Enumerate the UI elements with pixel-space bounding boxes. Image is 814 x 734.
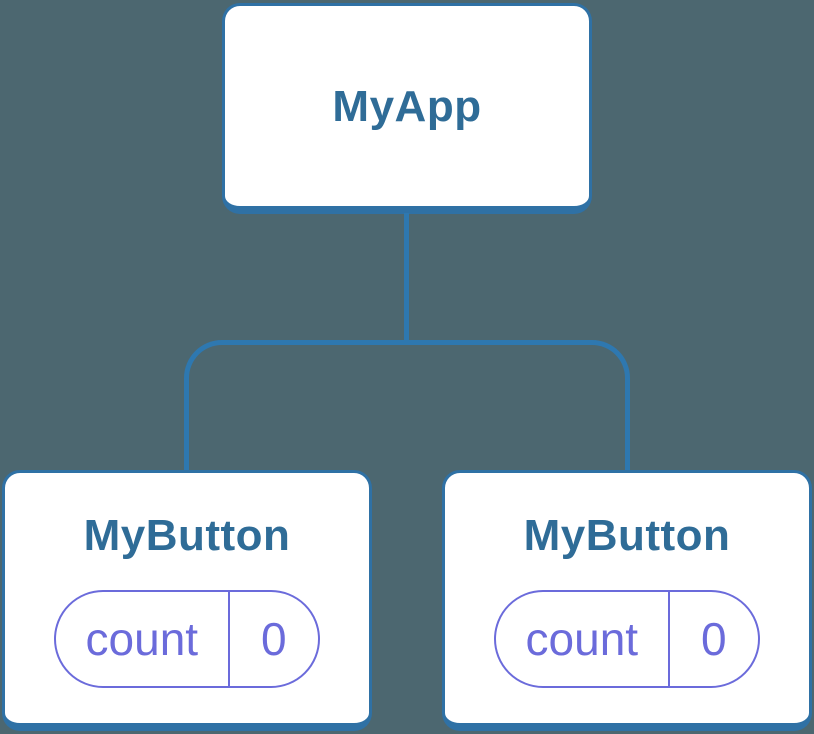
state-name: count xyxy=(496,592,670,686)
state-pill: count 0 xyxy=(54,590,320,688)
root-node-label: MyApp xyxy=(332,81,482,131)
child-node-mybutton-right: MyButton count 0 xyxy=(442,470,812,731)
root-node-myapp: MyApp xyxy=(222,3,592,214)
connector-stem xyxy=(404,213,409,342)
state-name: count xyxy=(56,592,230,686)
child-node-label: MyButton xyxy=(523,511,731,560)
state-pill: count 0 xyxy=(494,590,760,688)
connector-branch xyxy=(184,340,630,470)
state-value: 0 xyxy=(701,613,727,665)
child-node-label: MyButton xyxy=(83,511,291,560)
state-value: 0 xyxy=(261,613,287,665)
child-node-mybutton-left: MyButton count 0 xyxy=(2,470,372,731)
